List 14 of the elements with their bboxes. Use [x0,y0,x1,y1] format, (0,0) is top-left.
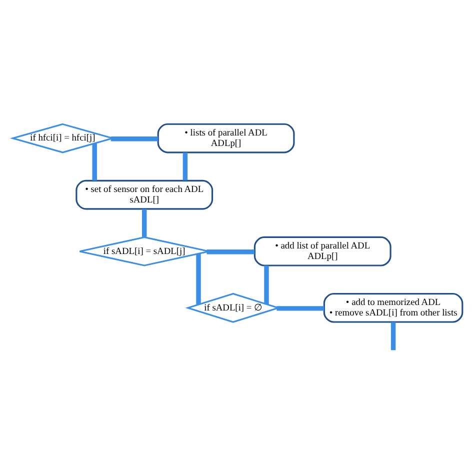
node-box: • lists of parallel ADL ADLp[] [156,122,294,153]
connector [110,136,158,141]
connector [196,253,200,304]
connector [276,306,324,310]
node-diamond: if sADL[i] = sADL[j] [78,236,210,266]
node-box: • set of sensor on for each ADL sADL[] [75,179,213,210]
connector [390,322,396,350]
connector [206,249,254,254]
node-box: • add to memorized ADL • remove sADL[i] from other lists [322,292,463,322]
connector [264,265,268,304]
connector [142,208,146,236]
connector [182,152,188,180]
connector [92,143,96,180]
node-box: • add list of parallel ADL ADLp[] [253,236,391,266]
